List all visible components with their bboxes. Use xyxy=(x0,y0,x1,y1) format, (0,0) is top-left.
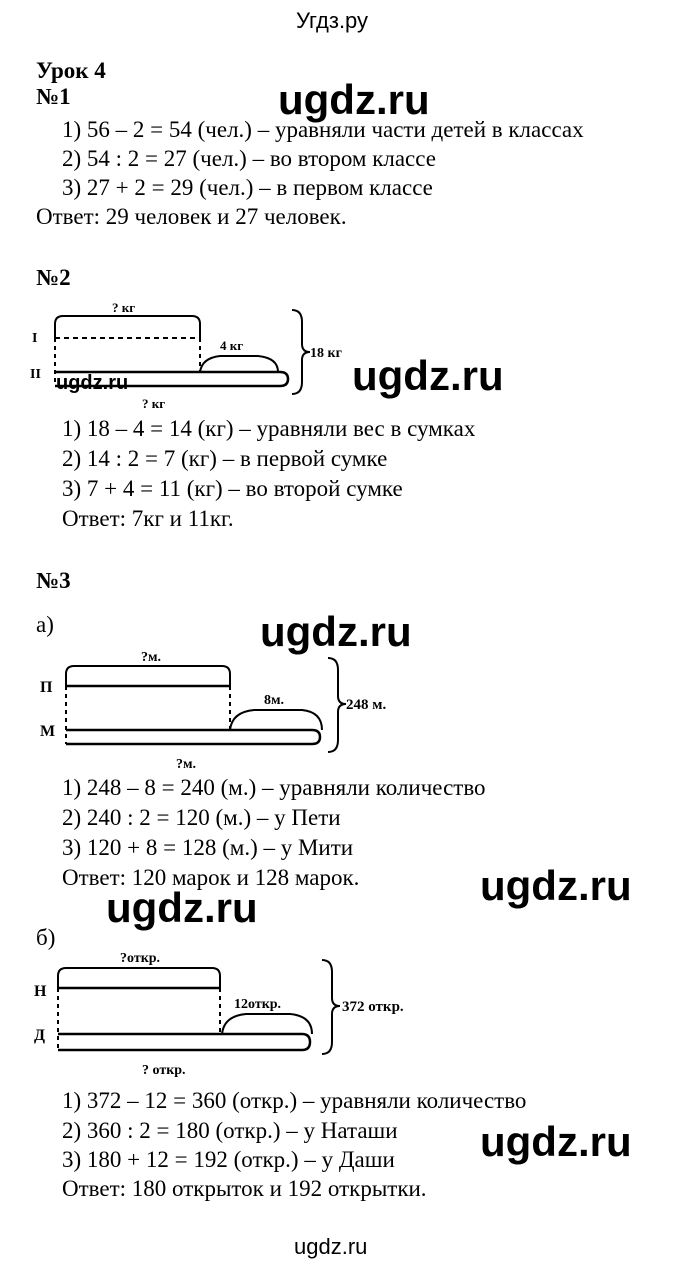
watermark: ugdz.ru xyxy=(278,76,430,123)
watermark: ugdz.ru xyxy=(480,862,632,909)
task2-extra-arc xyxy=(199,355,279,373)
task3b-line-2: 2) 360 : 2 = 180 (откр.) – у Наташи xyxy=(62,1118,398,1143)
task3b-extra-label: 12откр. xyxy=(234,997,281,1012)
task1-number: №1 xyxy=(36,84,71,109)
task3b-answer: Ответ: 180 открыток и 192 открытки. xyxy=(62,1176,427,1201)
task3a-top-question: ?м. xyxy=(141,650,161,665)
task2-row2-segment xyxy=(55,370,290,388)
task3b-top-brace xyxy=(57,967,221,988)
task3b-label: б) xyxy=(36,925,56,950)
task3a-extra-arc xyxy=(229,709,323,731)
task3b-total-brace xyxy=(321,959,341,1055)
task2-total-label: 18 кг xyxy=(310,346,342,361)
lesson-title: Урок 4 xyxy=(36,58,106,83)
site-footer: ugdz.ru xyxy=(294,1234,368,1259)
task2-top-question: ? кг xyxy=(112,300,135,315)
task2-row2-label: II xyxy=(30,367,41,382)
task1-line-2: 2) 54 : 2 = 27 (чел.) – во втором классе xyxy=(62,146,436,171)
task3a-total-label: 248 м. xyxy=(346,697,386,713)
task3a-row1-label: П xyxy=(40,679,53,696)
task3a-segment-diagram: П М ?м. 8м. ?м. 248 м. xyxy=(40,650,386,772)
task3a-bottom-question: ?м. xyxy=(176,757,196,772)
task3b-row1-label: Н xyxy=(34,983,47,1000)
task3a-line-2: 2) 240 : 2 = 120 (м.) – у Пети xyxy=(62,805,341,830)
task2-segment-diagram: I II ? кг 4 кг ? кг 18 кг xyxy=(30,300,342,411)
task3a-line-3: 3) 120 + 8 = 128 (м.) – у Мити xyxy=(62,835,354,860)
task3b-segment-diagram: Н Д ?откр. 12откр. ? откр. 372 откр. xyxy=(34,951,404,1078)
watermark: ugdz.ru xyxy=(352,352,504,399)
watermark: ugdz.ru xyxy=(260,608,412,655)
task3b-total-label: 372 откр. xyxy=(342,999,404,1015)
task3b-row2-segment xyxy=(58,1032,312,1052)
task3a-answer: Ответ: 120 марок и 128 марок. xyxy=(62,865,360,890)
task3b-line-1: 1) 372 – 12 = 360 (откр.) – уравняли кол… xyxy=(62,1088,527,1113)
task2-line-1: 1) 18 – 4 = 14 (кг) – уравняли вес в сум… xyxy=(62,416,476,441)
task3a-line-1: 1) 248 – 8 = 240 (м.) – уравняли количес… xyxy=(62,775,486,800)
task2-line-2: 2) 14 : 2 = 7 (кг) – в первой сумке xyxy=(62,446,388,471)
task1-line-1: 1) 56 – 2 = 54 (чел.) – уравняли части д… xyxy=(62,117,584,142)
task1-answer: Ответ: 29 человек и 27 человек. xyxy=(36,204,347,229)
task2-line-3: 3) 7 + 4 = 11 (кг) – во второй сумке xyxy=(62,476,403,501)
task2-row1-label: I xyxy=(32,331,37,346)
task2-total-brace xyxy=(291,309,311,395)
task3a-row2-label: М xyxy=(40,723,55,740)
task1-line-3: 3) 27 + 2 = 29 (чел.) – в первом классе xyxy=(62,175,433,200)
task3b-bottom-question: ? откр. xyxy=(142,1063,186,1078)
task3a-top-brace xyxy=(65,665,231,686)
task2-number: №2 xyxy=(36,265,71,290)
task3a-extra-label: 8м. xyxy=(264,693,284,708)
task3b-extra-arc xyxy=(221,1013,313,1035)
task3b-top-question: ?откр. xyxy=(120,951,160,966)
task2-answer: Ответ: 7кг и 11кг. xyxy=(62,506,234,531)
task2-extra-label: 4 кг xyxy=(220,338,243,353)
watermark-small: ugdz.ru xyxy=(56,372,129,394)
watermark: ugdz.ru xyxy=(480,1118,632,1165)
task3b-line-3: 3) 180 + 12 = 192 (откр.) – у Даши xyxy=(62,1147,395,1172)
task3a-row2-segment xyxy=(66,728,322,746)
watermark: ugdz.ru xyxy=(106,884,258,931)
task2-bottom-question: ? кг xyxy=(142,396,165,411)
task2-top-brace xyxy=(54,315,201,338)
task3-number: №3 xyxy=(36,568,71,593)
task3a-label: а) xyxy=(36,612,54,637)
site-header: Угдз.ру xyxy=(296,8,369,33)
task3a-total-brace xyxy=(327,657,347,753)
task3b-row2-label: Д xyxy=(34,1027,45,1044)
